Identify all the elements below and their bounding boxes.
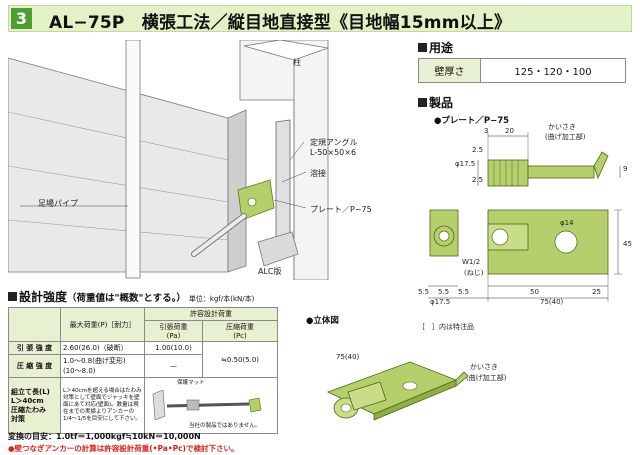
label-column: 柱 [293,58,301,67]
square-bullet-icon [8,292,17,301]
warning-note: ●壁つなぎアンカーの計算は許容設計荷重(•Pa•Pc)で検討下さい。 [8,444,239,453]
dim-3: 3 [484,127,489,135]
dim-45: 45 [623,240,632,248]
table-row: 最大荷重(P)［耐力］ 許容設計荷重 [8,307,278,342]
installation-drawing [7,39,329,281]
col-tension: 引張荷重(Pa) [144,320,203,342]
square-bullet-icon [418,98,427,107]
dim-25: 25 [592,288,601,296]
pc-value: ≒0.50(5.0) [202,341,278,378]
dim-phi-14: φ14 [560,219,574,227]
square-bullet-icon [418,43,427,52]
thread-note: (ねじ) [464,269,484,277]
table-row: 引 張 強 度 2.60(26.0)（破断） 1.00(10.0) ≒0.50(… [8,341,278,378]
kaisaki-note: (曲げ加工部) [545,133,586,141]
usage-section-title: 用途 [418,39,453,56]
dim-5-5-a: 5.5 [418,288,430,296]
dim-phi-17-5-bottom: φ17.5 [430,298,451,306]
dim-9: 9 [623,165,628,173]
dim-20: 20 [505,127,514,135]
dim-5-5-c: 5.5 [458,288,470,296]
solid-kaisaki-note: (曲げ加工部) [466,374,507,382]
row-compression-max: 1.0〜0.8(曲げ変形)(10〜8.0) [60,354,145,378]
conversion-note: 変換の目安：1.0tf＝1,000kgf≒10kN＝10,000N [8,432,201,441]
strength-section-title: 設計強度（荷重値は"概数"とする。）単位：kgf/本(kN/本) [8,288,254,305]
installation-illustration: 柱 定規アングル L-50×50×6 溶接 プレート／P−75 足場パイプ AL… [7,39,372,284]
solid-kaisaki-label: かいさき [470,363,498,371]
usage-row-value: 125・120・100 [480,58,626,83]
section-title: AL−75P 横張工法／縦目地直接型《目地幅15mm以上》 [49,13,512,33]
label-plate: プレート／P−75 [310,205,372,214]
dim-2-5-bottom: 2.5 [472,176,484,184]
section-number-badge: 3 [11,8,32,29]
label-alc-panel: ALC版 [258,267,282,276]
kaisaki-label: かいさき [548,123,576,131]
col-max-load: 最大荷重(P)［耐力］ [60,307,145,342]
dim-phi-17-5-side: φ17.5 [455,160,476,168]
solid-plate-drawing [326,361,469,421]
label-weld: 溶接 [310,169,326,178]
table-row: 壁厚さ 125・120・100 [418,58,626,83]
thread-label: W1/2 [462,258,481,266]
dim-2-5-top: 2.5 [472,146,484,154]
row-tension-pa: 1.00(10.0) [144,341,203,355]
label-scaffold-pipe: 足場パイプ [38,199,78,208]
label-angle: 定規アングル [310,138,358,147]
table-row: 引張荷重(Pa) 圧縮荷重(Pc) [9,320,278,342]
plate-title: ●プレート／P−75 [434,116,510,126]
dim-50: 50 [530,288,539,296]
col-allowable: 許容設計荷重 [144,307,278,321]
row-compression-label: 圧 縮 強 度 [8,354,61,378]
dim-75-40: 75(40) [540,298,564,306]
strength-table: 最大荷重(P)［耐力］ 許容設計荷重 引張荷重(Pa) 圧縮荷重(Pc) 引 張… [8,307,278,434]
row-deflection-figure: 保護マット 当社の製品ではありません。 [144,377,278,434]
section-header: 3 AL−75P 横張工法／縦目地直接型《目地幅15mm以上》 [8,5,632,33]
jack-drawing [152,390,262,420]
row-tension-max: 2.60(26.0)（破断） [60,341,145,355]
row-deflection-text: L＞40cmを超える場合はたわみ対策として壁面でジャッキを壁面にあて対応(壁面)… [60,377,145,434]
special-order-note: ［ ］内は特注品 [418,323,474,331]
row-tension-label: 引 張 強 度 [8,341,61,355]
protective-mat-label: 保護マット [177,380,205,386]
plate-drawing [428,132,622,302]
row-compression-pa: — [144,354,203,378]
not-our-product-note: 当社の製品ではありません。 [189,423,261,429]
usage-row-label: 壁厚さ [418,58,481,83]
solid-dim-75-40: 75(40) [336,353,360,361]
dim-5-5-b: 5.5 [438,288,450,296]
table-row: 圧 縮 強 度 1.0〜0.8(曲げ変形)(10〜8.0) — [8,354,278,378]
col-compression: 圧縮荷重(Pc) [202,320,278,342]
usage-table: 壁厚さ 125・120・100 [418,58,626,83]
label-angle-size: L-50×50×6 [310,148,357,157]
solid-view-title: ●立体図 [306,316,339,326]
product-section-title: 製品 [418,94,453,111]
